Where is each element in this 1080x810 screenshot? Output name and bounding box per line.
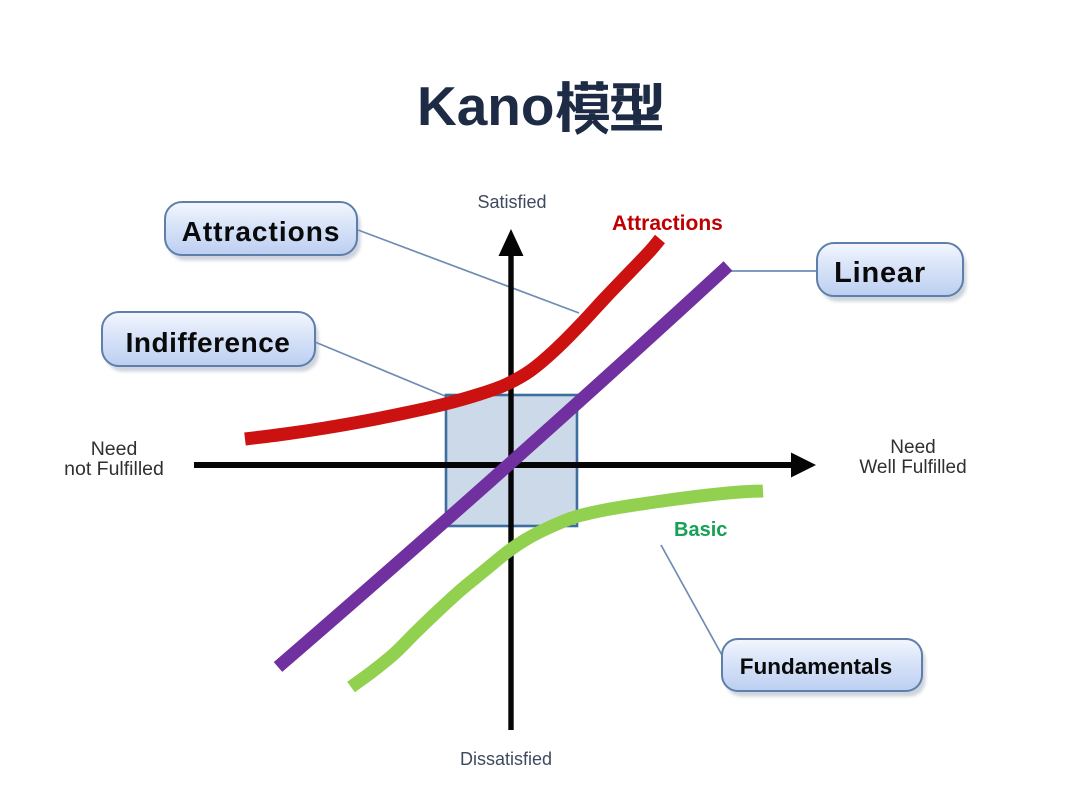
svg-text:Satisfied: Satisfied: [477, 192, 546, 212]
svg-text:Dissatisfied: Dissatisfied: [460, 749, 552, 769]
svg-text:Kano: Kano: [417, 75, 555, 137]
svg-text:Indifference: Indifference: [126, 327, 291, 358]
svg-text:Linear: Linear: [834, 257, 926, 289]
svg-text:Need: Need: [91, 438, 138, 460]
svg-text:Basic: Basic: [674, 519, 727, 541]
svg-text:Fundamentals: Fundamentals: [740, 654, 893, 679]
svg-text:Need: Need: [890, 437, 935, 458]
svg-text:Attractions: Attractions: [182, 216, 341, 247]
svg-text:Well Fulfilled: Well Fulfilled: [859, 457, 966, 478]
svg-text:not Fulfilled: not Fulfilled: [64, 458, 164, 480]
svg-text:Attractions: Attractions: [612, 212, 723, 235]
